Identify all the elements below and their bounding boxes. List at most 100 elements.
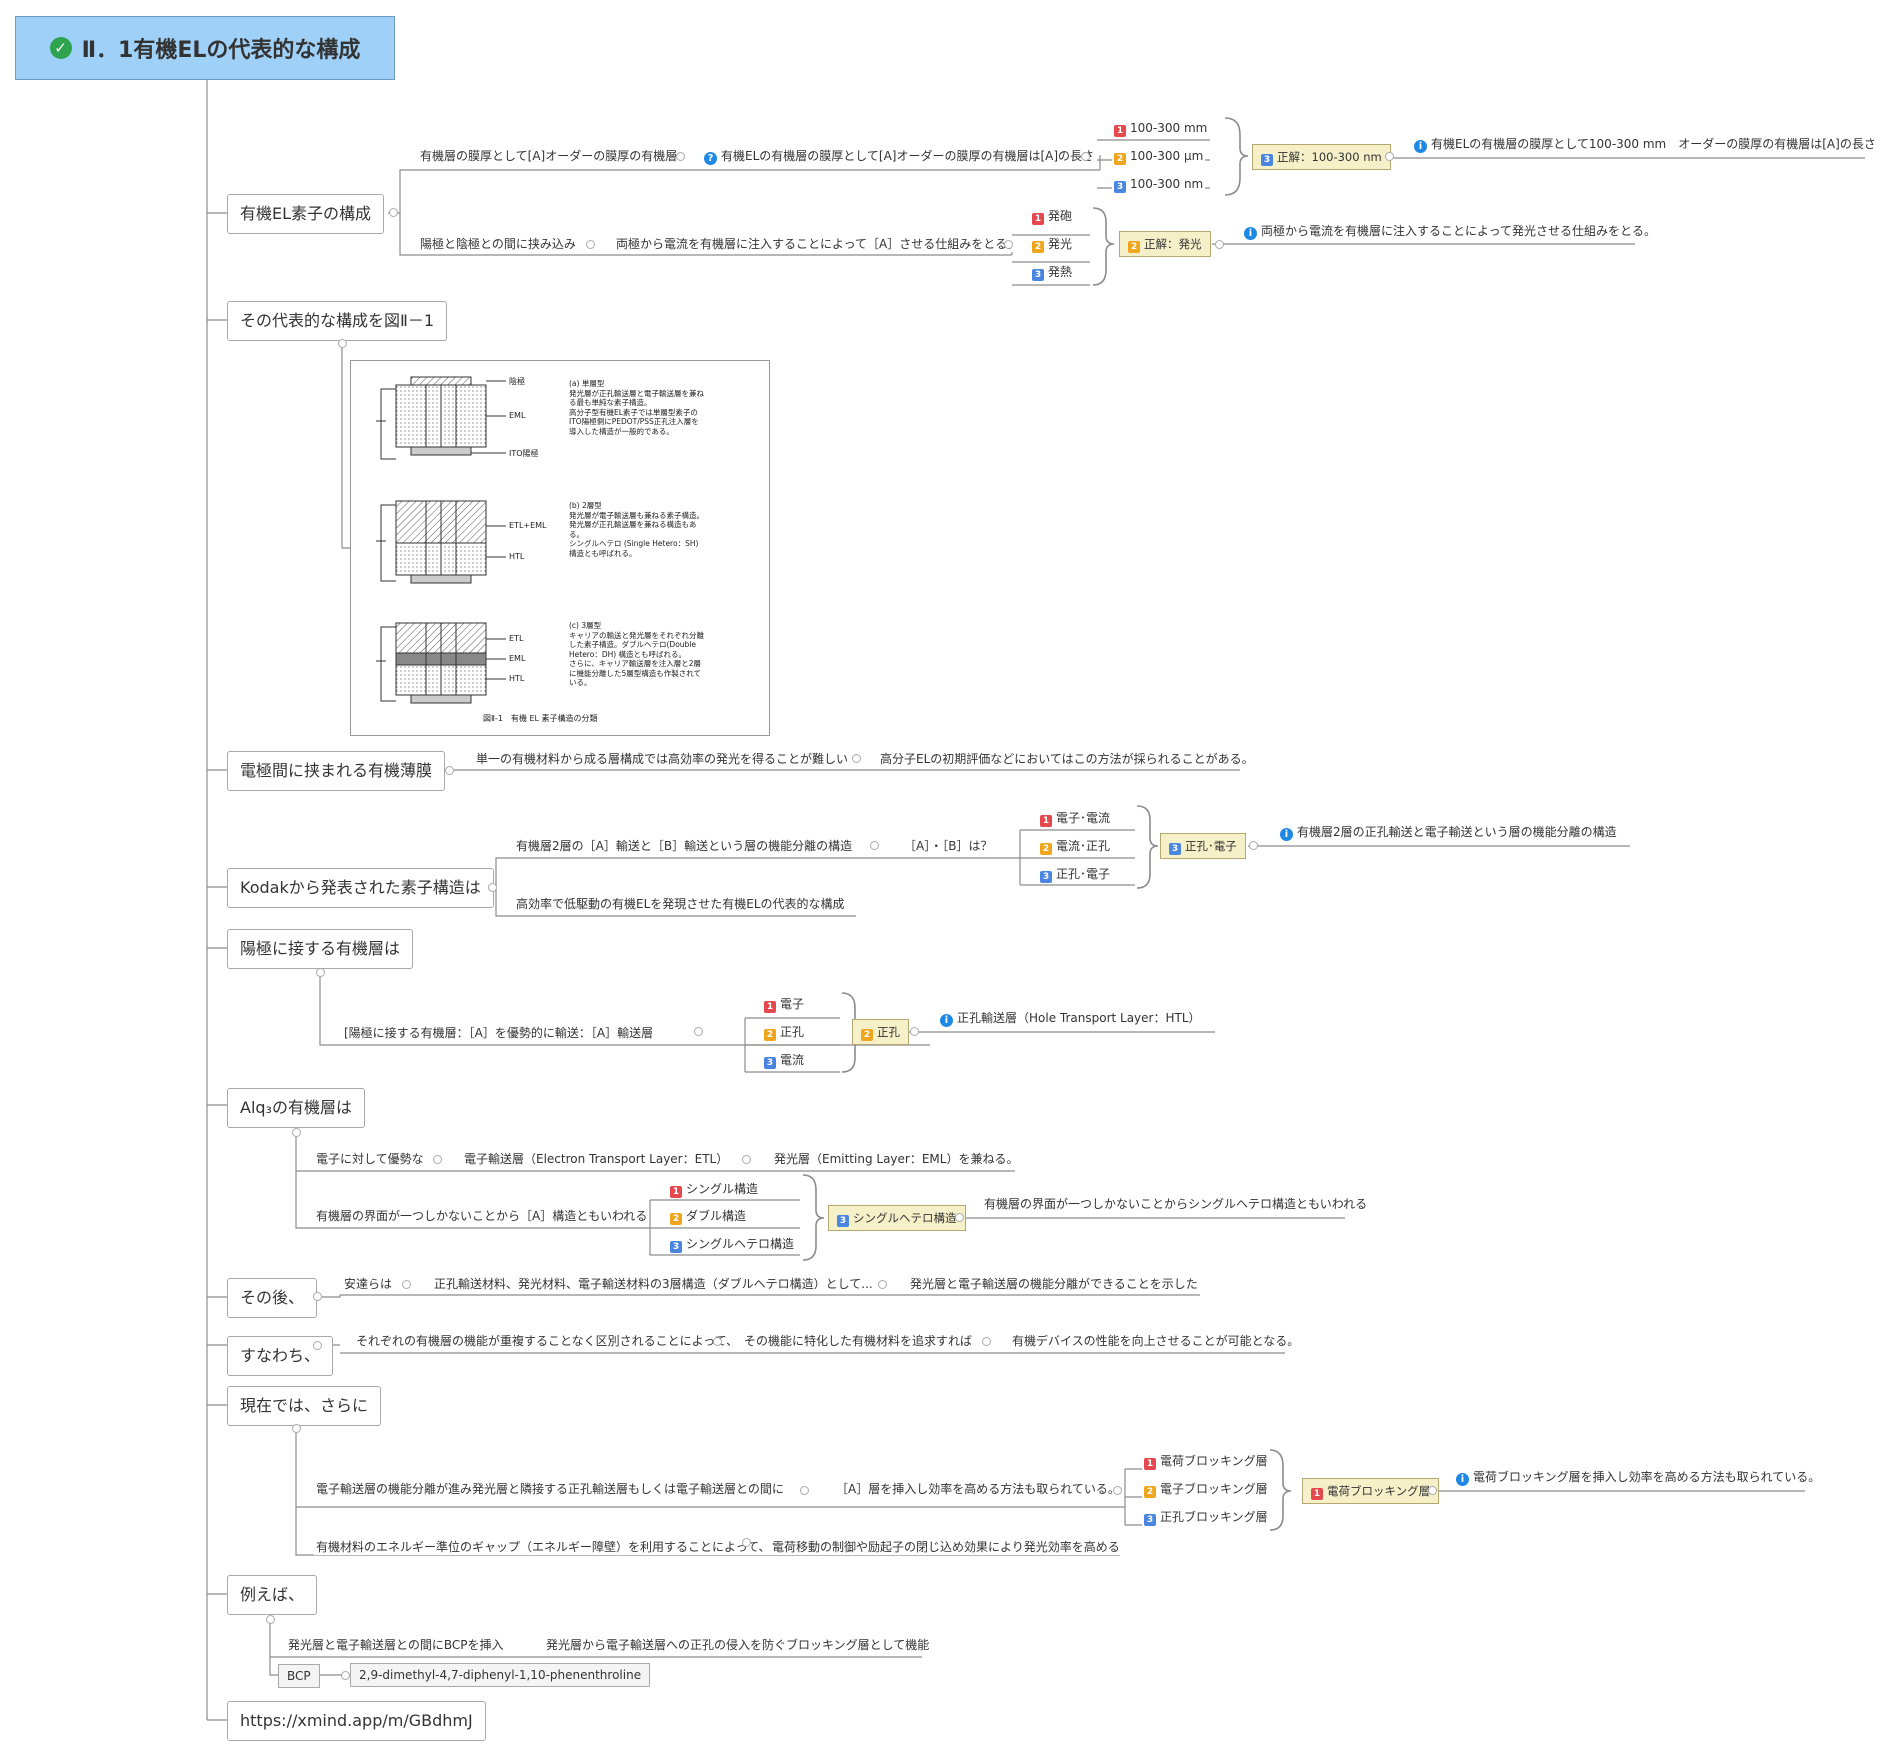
subtopic[interactable]: 有機層の膜厚として[A]オーダーの膜厚の有機層 — [418, 148, 680, 164]
subtopic[interactable]: 正孔輸送材料、発光材料、電子輸送材料の3層構造（ダブルヘテロ構造）として... — [432, 1276, 875, 1292]
question-text[interactable]: ［A］層を挿入し効率を高める方法も取られている。 — [834, 1481, 1122, 1497]
question-text[interactable]: ［A］・［B］は？ — [902, 838, 995, 854]
collapse-toggle[interactable] — [389, 208, 398, 217]
subtopic[interactable]: 陽極と陰極との間に挟み込み — [418, 236, 578, 252]
topic-example[interactable]: 例えば、 — [227, 1575, 318, 1615]
subtopic[interactable]: 電子輸送層の機能分離が進み発光層と隣接する正孔輸送層もしくは電子輸送層との間に — [314, 1481, 786, 1497]
topic-alq3[interactable]: Alq₃の有機層は — [227, 1088, 365, 1128]
topic-nowadays[interactable]: 現在では、さらに — [227, 1386, 382, 1426]
topic-after[interactable]: その後、 — [227, 1278, 318, 1318]
collapse-toggle[interactable] — [800, 1486, 809, 1495]
collapse-toggle[interactable] — [341, 1671, 350, 1680]
subtopic[interactable]: その機能に特化した有機材料を追求すれば — [742, 1333, 975, 1349]
figure-image[interactable]: 陰極 EML ITO陽極 (a) 単層型発光層が正孔輸送層と電子輸送層を兼ねる最… — [350, 360, 770, 736]
subtopic[interactable]: 電子に対して優勢な — [314, 1151, 426, 1167]
subtopic[interactable]: 有機デバイスの性能を向上させることが可能となる。 — [1010, 1333, 1302, 1349]
collapse-toggle[interactable] — [1113, 1486, 1122, 1495]
collapse-toggle[interactable] — [870, 841, 879, 850]
subtopic[interactable]: 高効率で低駆動の有機ELを発現させた有機ELの代表的な構成 — [514, 896, 847, 912]
bcp-fullname-node[interactable]: 2,9-dimethyl-4,7-diphenyl-1,10-phenenthr… — [350, 1663, 651, 1687]
collapse-toggle[interactable] — [742, 1538, 751, 1547]
question-text[interactable]: 両極から電流を有機層に注入することによって［A］させる仕組みをとる。 — [614, 236, 1022, 252]
subtopic[interactable]: 電子輸送層（Electron Transport Layer：ETL） — [462, 1151, 731, 1167]
info-node[interactable]: 有機層の界面が一つしかないことからシングルヘテロ構造ともいわれる — [982, 1196, 1370, 1212]
root-topic[interactable]: ✓ Ⅱ．1有機ELの代表的な構成 — [15, 16, 395, 80]
question-node[interactable]: ?有機ELの有機層の膜厚として[A]オーダーの膜厚の有機層は[A]の長さ — [702, 148, 1097, 165]
subtopic[interactable]: [陽極に接する有機層：［A］を優勢的に輸送：［A］輸送層 — [342, 1025, 656, 1041]
subtopic[interactable]: 電荷移動の制御や励起子の閉じ込め効果により発光効率を高める — [770, 1539, 1122, 1555]
subtopic[interactable]: 発光層と電子輸送層の機能分離ができることを示した — [908, 1276, 1200, 1292]
subtopic[interactable]: 安達らは — [342, 1276, 395, 1292]
topic-structure[interactable]: 有機EL素子の構成 — [227, 194, 385, 234]
collapse-toggle[interactable] — [402, 1280, 411, 1289]
collapse-toggle[interactable] — [316, 968, 325, 977]
collapse-toggle[interactable] — [1428, 1486, 1437, 1495]
collapse-toggle[interactable] — [292, 1128, 301, 1137]
topic-figure[interactable]: その代表的な構成を図Ⅱ－1 — [227, 301, 448, 341]
collapse-toggle[interactable] — [676, 152, 685, 161]
collapse-toggle[interactable] — [313, 1341, 322, 1350]
collapse-toggle[interactable] — [338, 339, 347, 348]
collapse-toggle[interactable] — [742, 1155, 751, 1164]
collapse-toggle[interactable] — [313, 1292, 322, 1301]
topic-link[interactable]: https://xmind.app/m/GBdhmJ — [227, 1701, 486, 1741]
bcp-node[interactable]: BCP — [278, 1664, 320, 1688]
subtopic[interactable]: 有機層2層の［A］輸送と［B］輸送という層の機能分離の構造 — [514, 838, 855, 854]
subtopic[interactable]: 高分子ELの初期評価などにおいてはこの方法が採られることがある。 — [878, 751, 1256, 767]
subtopic[interactable]: 発光層（Emitting Layer：EML）を兼ねる。 — [772, 1151, 1021, 1167]
subtopic[interactable]: 発光層と電子輸送層との間にBCPを挿入 — [286, 1637, 506, 1653]
topic-organic-film[interactable]: 電極間に挟まれる有機薄膜 — [227, 751, 446, 791]
subtopic[interactable]: 有機材料のエネルギー準位のギャップ（エネルギー障壁）を利用することによって、 — [314, 1539, 773, 1555]
collapse-toggle[interactable] — [955, 1213, 964, 1222]
collapse-toggle[interactable] — [445, 766, 454, 775]
collapse-toggle[interactable] — [694, 1027, 703, 1036]
collapse-toggle[interactable] — [713, 1337, 722, 1346]
collapse-toggle[interactable] — [292, 1424, 301, 1433]
subtopic[interactable]: 発光層から電子輸送層への正孔の侵入を防ぐブロッキング層として機能 — [544, 1637, 932, 1653]
collapse-toggle[interactable] — [1081, 152, 1090, 161]
collapse-toggle[interactable] — [266, 1615, 275, 1624]
subtopic[interactable]: 単一の有機材料から成る層構成では高効率の発光を得ることが難しい — [474, 751, 851, 767]
collapse-toggle[interactable] — [910, 1027, 919, 1036]
collapse-toggle[interactable] — [1385, 152, 1394, 161]
collapse-toggle[interactable] — [982, 1337, 991, 1346]
topic-anode-layer[interactable]: 陽極に接する有機層は — [227, 929, 414, 969]
subtopic[interactable]: それぞれの有機層の機能が重複することなく区別されることによって、 — [354, 1333, 741, 1349]
collapse-toggle[interactable] — [433, 1155, 442, 1164]
collapse-toggle[interactable] — [1249, 841, 1258, 850]
collapse-toggle[interactable] — [878, 1280, 887, 1289]
collapse-toggle[interactable] — [852, 754, 861, 763]
collapse-toggle[interactable] — [586, 240, 595, 249]
subtopic[interactable]: 有機層の界面が一つしかないことから［A］構造ともいわれる — [314, 1208, 650, 1224]
topic-kodak[interactable]: Kodakから発表された素子構造は — [227, 868, 494, 908]
collapse-toggle[interactable] — [1215, 240, 1224, 249]
collapse-toggle[interactable] — [1004, 240, 1013, 249]
